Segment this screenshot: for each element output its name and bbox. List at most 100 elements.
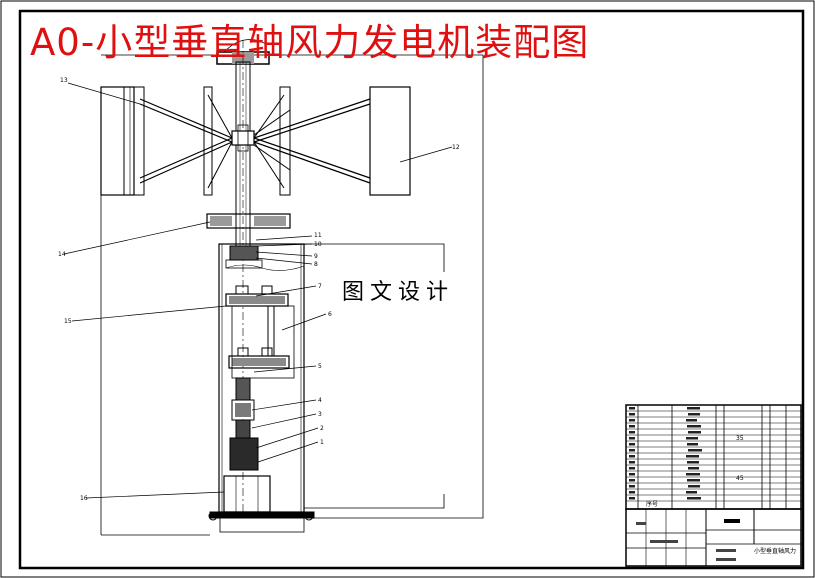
parts-list-text: 序号 35 45 (646, 435, 744, 508)
parts-list-row-number (629, 443, 635, 446)
lower-gear-hatch (232, 358, 286, 366)
parts-list-row-mark (686, 473, 700, 476)
leader-12 (399, 146, 453, 163)
leader-16 (85, 491, 225, 499)
parts-list-row-number (629, 497, 635, 500)
title-block-mark (636, 522, 646, 525)
balloon-label: 6 (328, 311, 332, 318)
parts-list-row-number (629, 425, 635, 428)
housing-right-outline (304, 243, 445, 272)
right-strut (279, 86, 291, 196)
balloon-label: 10 (314, 241, 322, 248)
arm-strut-left-down (207, 141, 233, 189)
parts-list-row-mark (686, 419, 697, 422)
leader-3 (251, 413, 317, 429)
arm-right-upper (253, 98, 371, 139)
balloon-label: 14 (58, 251, 66, 258)
foot-bolt-left (208, 511, 218, 521)
bearing-seat (225, 259, 263, 269)
base-footing (219, 517, 305, 533)
right-blade (369, 86, 411, 196)
parts-list-row-mark (687, 497, 701, 500)
parts-list-row-mark (688, 467, 699, 470)
balloon-label: 1 (320, 439, 324, 446)
title-block-mark (716, 558, 736, 561)
parts-list-row-number (629, 467, 635, 470)
parts-list-row-number (629, 449, 635, 452)
leader-5 (253, 365, 317, 373)
title-block-mark (716, 549, 736, 552)
balloon-label: 4 (318, 397, 322, 404)
balloon-label: 12 (452, 144, 460, 151)
parts-list-row-number (629, 431, 635, 434)
leader-7 (255, 285, 317, 297)
generator-body (223, 475, 271, 513)
coupling-hatch (235, 403, 251, 417)
parts-list-row-mark (687, 425, 701, 428)
balloon-label: 3 (318, 411, 322, 418)
lower-gear-plate (228, 355, 290, 369)
leader-1 (257, 441, 319, 463)
upper-gear-teeth-2 (261, 285, 273, 295)
arm-strut-right-up (253, 94, 285, 139)
leader-2 (255, 427, 319, 449)
drawing-title: A0-小型垂直轴风力发电机装配图 (30, 21, 590, 64)
watermark-text: 图文设计 (336, 272, 461, 308)
parts-list-value: 45 (736, 475, 744, 482)
parts-list-row-mark (686, 491, 697, 494)
arm-right-lower (253, 137, 371, 179)
arm-strut-left-up (207, 94, 233, 139)
title-block-frame (625, 508, 802, 567)
leader-9 (255, 251, 313, 257)
leader-11 (255, 235, 313, 241)
parts-list-row-number (629, 485, 635, 488)
leader-15 (71, 305, 227, 322)
leader-13 (67, 82, 141, 105)
leader-10 (255, 243, 313, 247)
balloon-label: 11 (314, 232, 322, 239)
arm-left-upper (139, 98, 233, 139)
parts-list-row-number (629, 419, 635, 422)
balloon-label: 8 (314, 261, 318, 268)
left-strut (203, 86, 213, 196)
coupling-neck (235, 419, 251, 439)
gear-frame (231, 305, 295, 379)
arm-strut-right-up-b (253, 109, 291, 136)
arm-strut-right-down-b (253, 144, 291, 171)
parts-list-row-mark (687, 461, 699, 464)
parts-list-row-number (629, 479, 635, 482)
title-block-mark (724, 519, 740, 523)
parts-list-value: 35 (736, 435, 744, 442)
sheet-frame (18, 9, 805, 570)
arm-left-lower (139, 137, 233, 179)
parts-list-row-number (629, 491, 635, 494)
parts-list-row-mark (688, 485, 700, 488)
parts-list-row-mark (687, 479, 700, 482)
title-block-mark (650, 540, 678, 543)
hub (231, 130, 255, 146)
parts-list-row-mark (687, 407, 700, 410)
parts-list-row-mark (688, 431, 701, 434)
leader-8 (255, 257, 313, 265)
leader-6 (281, 313, 327, 331)
leader-14 (63, 221, 211, 255)
upper-gear-teeth-1 (235, 285, 249, 295)
left-blade (100, 86, 135, 196)
balloon-label: 9 (314, 253, 318, 260)
parts-list-row-number (629, 461, 635, 464)
mid-plate-hatch-right (254, 216, 286, 226)
parts-list-header: 序号 (646, 500, 658, 508)
parts-list-row-mark (686, 437, 698, 440)
parts-list-row-number (629, 455, 635, 458)
lower-gear-teeth-2 (261, 347, 273, 357)
parts-list-row-mark (686, 455, 699, 458)
machine-assembly (100, 39, 484, 536)
balloon-label: 15 (64, 318, 72, 325)
left-blade-mount (123, 86, 145, 196)
upper-gear-hatch (229, 296, 285, 304)
balloon-label: 16 (80, 495, 88, 502)
mid-plate (206, 213, 291, 229)
parts-list (625, 404, 802, 510)
